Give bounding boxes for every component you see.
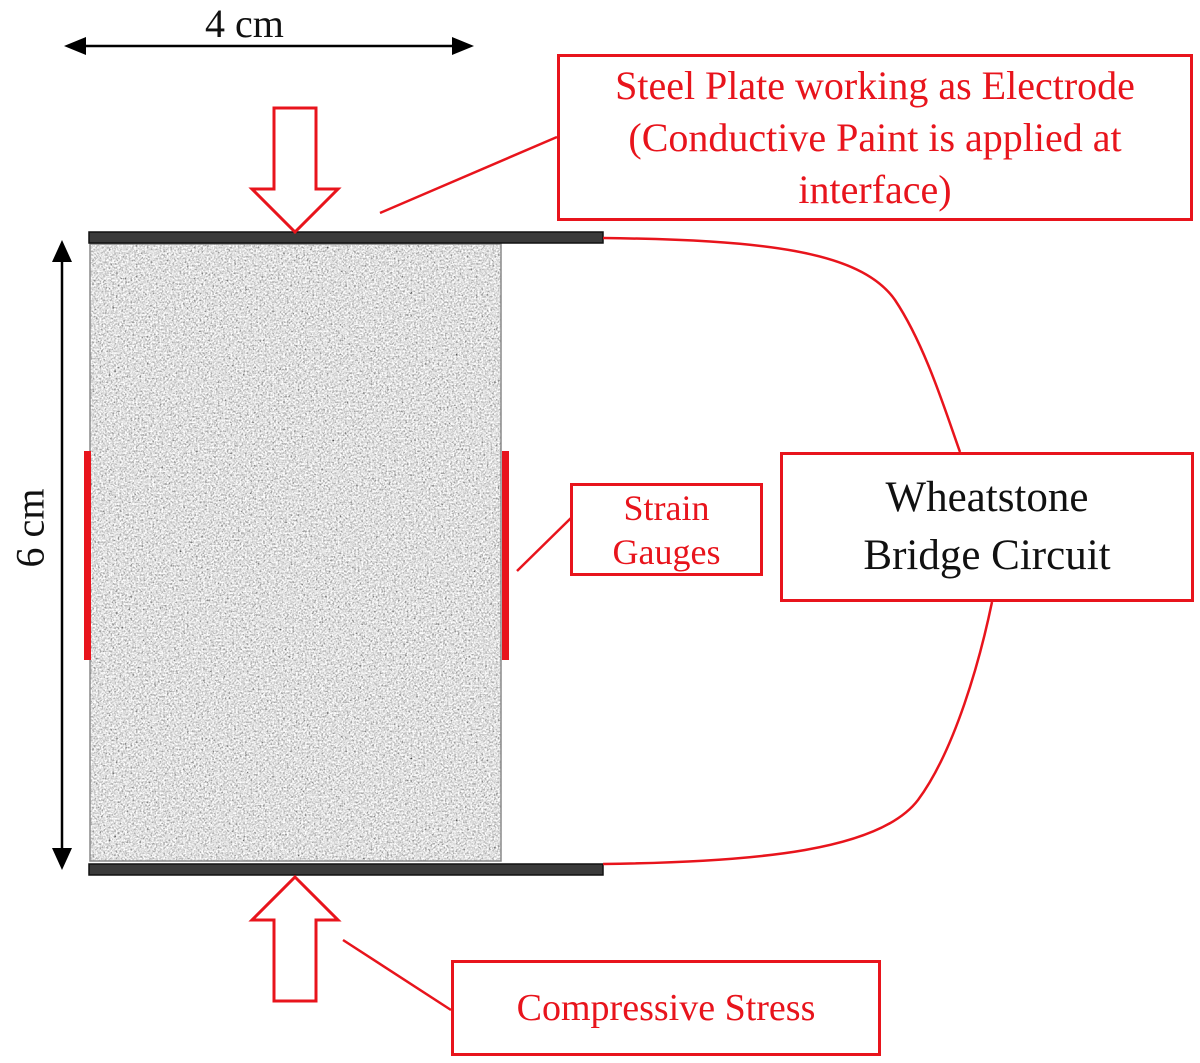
electrode-callout: Steel Plate working as Electrode (Conduc… bbox=[557, 54, 1193, 221]
top-steel-plate bbox=[88, 231, 604, 244]
strain-gauges-callout-line: Gauges bbox=[612, 531, 721, 572]
bridge-circuit-line: Wheatstone bbox=[885, 474, 1089, 521]
electrode-callout-line: interface) bbox=[798, 166, 952, 212]
electrode-leader-line bbox=[379, 135, 558, 215]
bottom-load-arrow bbox=[248, 874, 342, 1003]
strain-gauges-callout: Strain Gauges bbox=[570, 483, 763, 576]
concrete-specimen bbox=[90, 244, 501, 861]
width-dimension-label: 4 cm bbox=[205, 1, 284, 46]
height-dimension-arrow bbox=[52, 240, 72, 870]
strain-gauges-callout-line: Strain bbox=[623, 487, 710, 528]
bottom-circuit-wire bbox=[602, 601, 994, 866]
width-dimension-arrow bbox=[64, 37, 474, 55]
top-load-arrow bbox=[248, 106, 342, 235]
strain-leader-line bbox=[516, 517, 572, 572]
compressive-stress-label: Compressive Stress bbox=[516, 987, 816, 1029]
top-circuit-wire bbox=[602, 236, 962, 453]
height-dimension-label: 6 cm bbox=[7, 488, 53, 568]
compressive-stress-callout: Compressive Stress bbox=[451, 960, 881, 1056]
electrode-callout-line: (Conductive Paint is applied at bbox=[628, 114, 1122, 160]
bridge-circuit-box: Wheatstone Bridge Circuit bbox=[780, 452, 1194, 602]
strain-gauge-left bbox=[84, 451, 91, 660]
electrode-callout-line: Steel Plate working as Electrode bbox=[615, 62, 1135, 108]
stress-leader-line bbox=[342, 938, 452, 1012]
bridge-circuit-line: Bridge Circuit bbox=[863, 532, 1111, 579]
strain-gauge-right bbox=[502, 451, 509, 660]
bottom-steel-plate bbox=[88, 863, 604, 876]
